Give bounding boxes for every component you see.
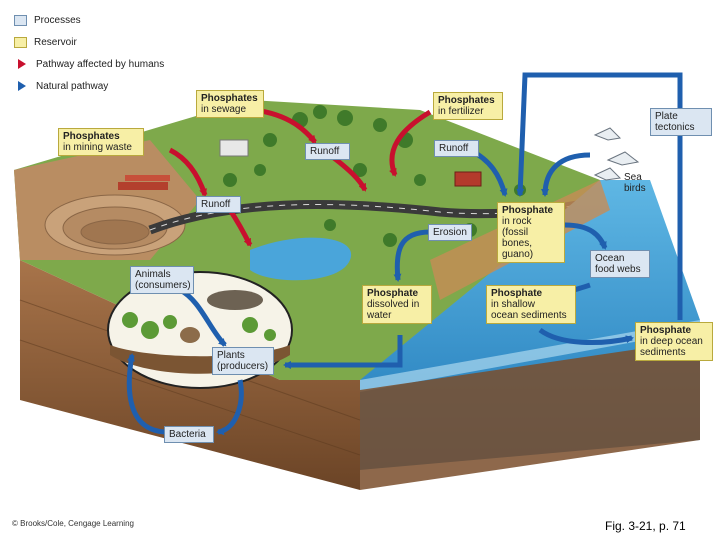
box-plants-producers: Plants (producers) <box>212 347 274 375</box>
legend-reservoir: Reservoir <box>14 31 164 53</box>
legend-processes: Processes <box>14 9 164 31</box>
box-phosphates-fertilizer: Phosphates in fertilizer <box>433 92 503 120</box>
arrow-runoff-to-lake <box>227 208 253 247</box>
box-runoff-center: Runoff <box>305 143 350 160</box>
arrow-erosion-to-dissolved <box>393 229 431 282</box>
box-phosphate-deep-sediments: Phosphate in deep ocean sediments <box>635 322 713 361</box>
box-runoff-right: Runoff <box>434 140 479 157</box>
box-erosion: Erosion <box>428 224 472 241</box>
box-ocean-food-webs: Ocean food webs <box>590 250 650 278</box>
arrow-bacteria-to-animals <box>126 353 166 435</box>
box-phosphate-dissolved: Phosphate dissolved in water <box>362 285 432 324</box>
natural-pathway-arrows <box>126 72 683 436</box>
box-phosphates-mining-waste: Phosphates in mining waste <box>58 128 144 156</box>
red-arrow-icon <box>18 59 26 69</box>
blue-arrow-icon <box>18 81 26 91</box>
box-phosphate-rock: Phosphate in rock (fossil bones, guano) <box>497 202 565 263</box>
box-phosphates-sewage: Phosphates in sewage <box>196 90 264 118</box>
box-phosphate-shallow-sediments: Phosphate in shallow ocean sediments <box>486 285 576 324</box>
arrow-ocean-to-rock <box>541 152 591 197</box>
figure-reference: Fig. 3-21, p. 71 <box>605 519 686 533</box>
box-bacteria: Bacteria <box>164 426 214 443</box>
arrow-shallow-to-deep <box>538 327 634 346</box>
label-sea-birds: Sea birds <box>624 172 646 194</box>
legend: Processes Reservoir Pathway affected by … <box>14 9 164 97</box>
legend-human-pathway: Pathway affected by humans <box>14 53 164 75</box>
arrow-mining-to-runoff <box>168 147 208 197</box>
arrow-fertilizer-to-runoff <box>389 109 432 177</box>
arrow-plate-tectonics-loop <box>516 72 683 320</box>
arrow-rock-to-foodwebs <box>564 222 608 250</box>
box-animals-consumers: Animals (consumers) <box>130 266 194 294</box>
human-pathway-arrows <box>168 107 432 247</box>
arrow-sewage-to-runoff <box>254 107 317 144</box>
arrow-dissolved-to-plants <box>283 335 403 369</box>
box-plate-tectonics: Plate tectonics <box>650 108 712 136</box>
reservoir-swatch <box>14 36 27 48</box>
process-swatch <box>14 14 27 26</box>
box-runoff-left: Runoff <box>196 196 241 213</box>
copyright-credit: © Brooks/Cole, Cengage Learning <box>12 519 134 528</box>
sea-birds-illustration <box>593 127 640 181</box>
legend-natural-pathway: Natural pathway <box>14 75 164 97</box>
arrow-plants-to-bacteria <box>216 379 244 436</box>
